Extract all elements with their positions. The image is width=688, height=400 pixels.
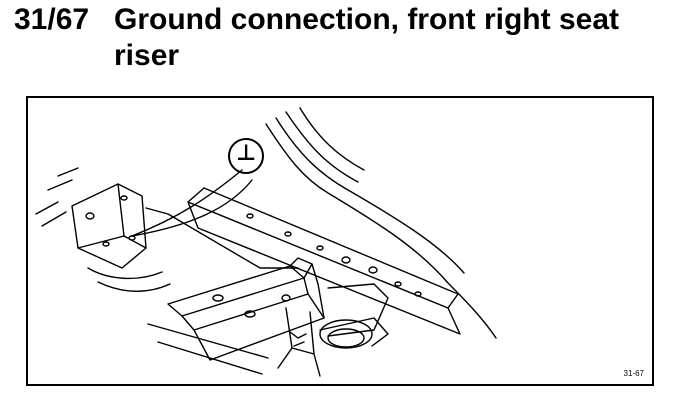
technical-illustration: ⊥ 31-67 (26, 96, 654, 386)
page-heading: 31/67 Ground connection, front right sea… (14, 2, 674, 74)
section-number: 31/67 (14, 3, 90, 36)
figure-code: 31-67 (623, 369, 644, 378)
page-title: Ground connection, front right seat rise… (114, 3, 619, 72)
ground-symbol-icon: ⊥ (235, 141, 257, 166)
seat-riser-drawing (35, 107, 497, 377)
